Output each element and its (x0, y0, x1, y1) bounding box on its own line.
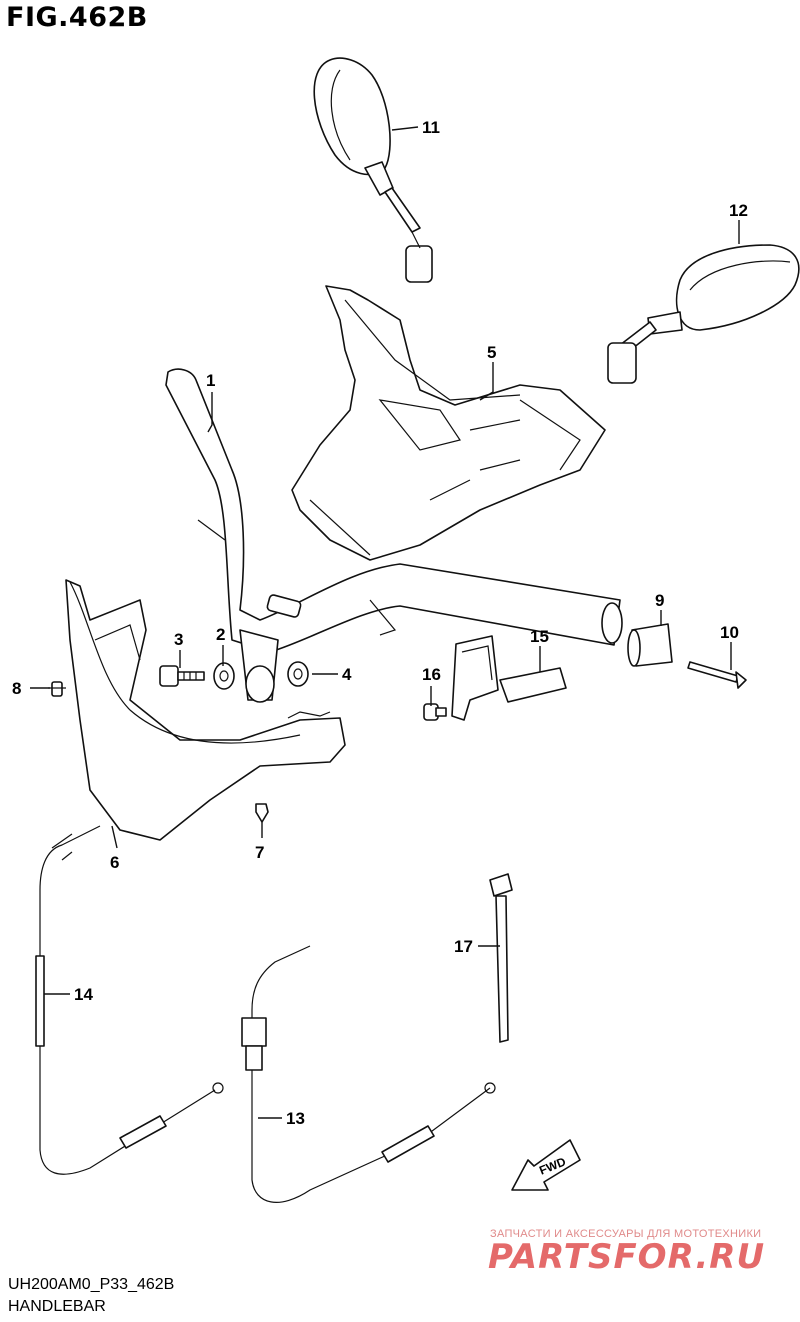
part-16-bolt (423, 703, 447, 721)
figure-name: HANDLEBAR (8, 1298, 106, 1315)
part-10-screw (687, 661, 747, 689)
callout-4: 4 (342, 665, 352, 684)
callout-8: 8 (12, 679, 21, 698)
figure-title: FIG.462B (6, 2, 148, 33)
part-17-cable-tie (489, 873, 513, 1043)
callout-1: 1 (206, 371, 215, 390)
part-9-end-weight (627, 623, 673, 667)
part-3-bolt (159, 665, 205, 687)
watermark-text: ЗАПЧАСТИ И АКСЕССУАРЫ ДЛЯ МОТОТЕХНИКИ (490, 1228, 762, 1240)
callout-16: 16 (422, 665, 441, 684)
part-6-lower-cover (65, 579, 346, 841)
callout-12: 12 (729, 201, 748, 220)
part-13-cable (241, 945, 496, 1203)
part-15-bracket (451, 635, 567, 721)
callout-3: 3 (174, 630, 183, 649)
part-12-right-mirror (607, 244, 800, 384)
fwd-arrow-icon: FWD (511, 1139, 581, 1191)
part-2-collar (213, 662, 235, 690)
part-14-cable (35, 825, 224, 1175)
callout-13: 13 (286, 1109, 305, 1128)
callout-15: 15 (530, 627, 549, 646)
watermark-logo: PARTSFOR.RU (488, 1237, 766, 1277)
callout-2: 2 (216, 625, 225, 644)
callout-5: 5 (487, 343, 496, 362)
part-11-left-mirror (313, 57, 433, 283)
part-8-screw (48, 681, 66, 697)
callout-7: 7 (255, 843, 264, 862)
callout-9: 9 (655, 591, 664, 610)
part-7-clip (255, 803, 269, 823)
figure-code: UH200AM0_P33_462B (8, 1276, 175, 1293)
leader-lines (30, 126, 740, 1119)
part-1-handlebar (165, 368, 623, 703)
callout-17: 17 (454, 937, 473, 956)
callout-6: 6 (110, 853, 119, 872)
callout-10: 10 (720, 623, 739, 642)
part-5-upper-cover (291, 285, 606, 561)
callout-14: 14 (74, 985, 93, 1004)
callout-11: 11 (422, 118, 440, 137)
part-4-nut (287, 661, 309, 687)
